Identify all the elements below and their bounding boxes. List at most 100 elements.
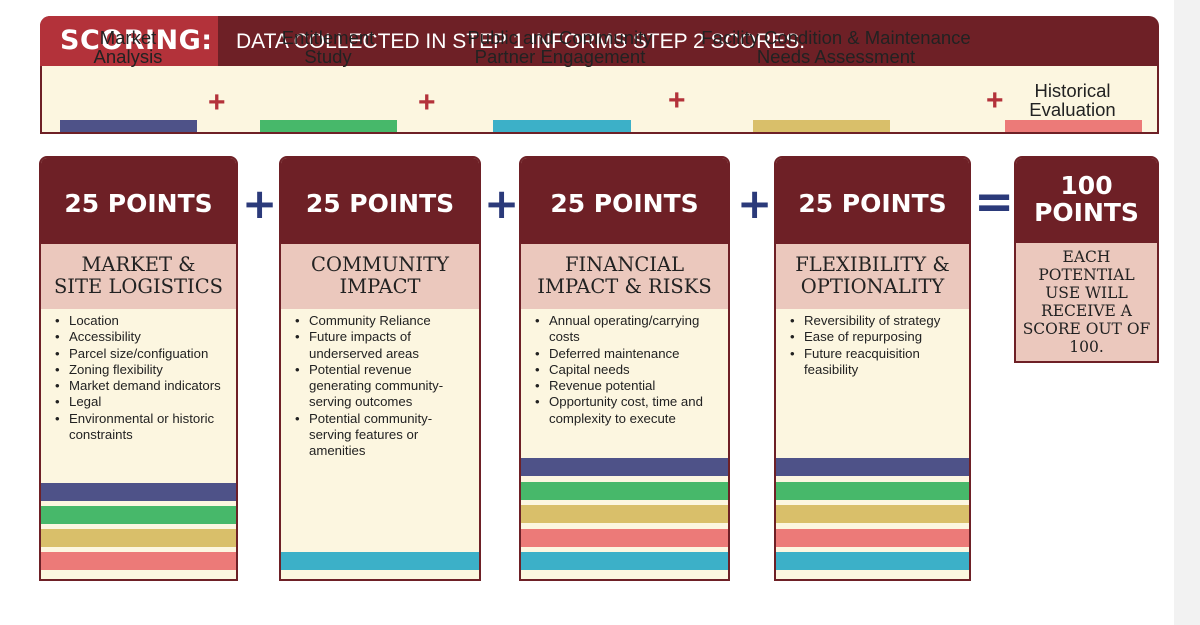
step-bar-market: [60, 120, 197, 132]
column-market-site: 25 POINTS MARKET & SITE LOGISTICS Locati…: [39, 156, 238, 581]
column-points: 25 POINTS: [521, 158, 728, 244]
step-bar-historical: [1005, 120, 1142, 132]
stripe-market: [776, 458, 969, 476]
stripe-entitlement: [776, 482, 969, 500]
total-box: 100 POINTS EACH POTENTIAL USE WILL RECEI…: [1014, 156, 1159, 363]
equals-icon: =: [974, 174, 1015, 230]
column-criteria-list: Annual operating/carrying costs Deferred…: [535, 313, 720, 427]
column-title-line: FLEXIBILITY &: [795, 253, 950, 276]
total-text-line: EACH: [1062, 248, 1111, 266]
stripe-facility: [776, 505, 969, 523]
column-flexibility: 25 POINTS FLEXIBILITY & OPTIONALITY Reve…: [774, 156, 971, 581]
step-line: Entitlement: [281, 27, 375, 48]
plus-icon: +: [418, 86, 436, 119]
list-item: Community Reliance: [295, 313, 471, 330]
column-title: FLEXIBILITY & OPTIONALITY: [776, 244, 969, 309]
list-item: Revenue potential: [535, 378, 720, 395]
step-line: Study: [304, 46, 352, 67]
stripe-public: [776, 552, 969, 570]
step-bar-facility: [753, 120, 890, 132]
step-line: Facility Condition & Maintenance: [701, 27, 971, 48]
list-item: Deferred maintenance: [535, 346, 720, 363]
list-item: Future impacts of underserved areas: [295, 329, 471, 362]
stripe-market: [521, 458, 728, 476]
step-line: Public and Community: [467, 27, 653, 48]
column-title: MARKET & SITE LOGISTICS: [41, 244, 236, 309]
step-market-analysis: Market Analysis: [78, 28, 178, 66]
column-title: FINANCIAL IMPACT & RISKS: [521, 244, 728, 309]
step-public-engagement: Public and Community Partner Engagement: [450, 28, 670, 66]
header-label: SCORING:: [40, 16, 218, 66]
step-line: Needs Assessment: [756, 46, 916, 67]
list-item: Parcel size/configuation: [55, 346, 228, 363]
list-item: Accessibility: [55, 329, 228, 346]
step-line: Historical: [1034, 80, 1111, 101]
column-points: 25 POINTS: [281, 158, 479, 244]
header-bar: SCORING: DATA COLLECTED IN STEP 1 INFORM…: [40, 16, 1159, 66]
step-bar-public: [493, 120, 631, 132]
list-item: Market demand indicators: [55, 378, 228, 395]
total-text-line: POTENTIAL: [1038, 266, 1135, 284]
list-item: Legal: [55, 394, 228, 411]
column-points: 25 POINTS: [41, 158, 236, 244]
total-text-line: 100.: [1069, 338, 1104, 356]
stripe-entitlement: [521, 482, 728, 500]
page-sheet: SCORING: DATA COLLECTED IN STEP 1 INFORM…: [0, 0, 1174, 625]
plus-icon: +: [668, 84, 686, 117]
list-item: Environmental or historic constraints: [55, 411, 228, 444]
list-item: Future reacquisition feasibility: [790, 346, 961, 379]
column-points: 25 POINTS: [776, 158, 969, 244]
column-criteria-list: Location Accessibility Parcel size/confi…: [55, 313, 228, 443]
total-points-label: POINTS: [1034, 198, 1139, 227]
column-title-line: MARKET &: [81, 253, 196, 276]
total-text-line: SCORE OUT OF: [1022, 320, 1151, 338]
column-title-line: IMPACT & RISKS: [537, 275, 712, 298]
step-line: Evaluation: [1029, 99, 1116, 120]
total-points: 100 POINTS: [1016, 158, 1157, 243]
plus-icon: +: [208, 86, 226, 119]
column-title-line: COMMUNITY: [311, 253, 449, 276]
stripe-historical: [41, 552, 236, 570]
column-title-line: FINANCIAL: [564, 253, 685, 276]
column-criteria-list: Reversibility of strategy Ease of repurp…: [790, 313, 961, 378]
step-line: Market: [99, 27, 157, 48]
list-item: Location: [55, 313, 228, 330]
stripe-entitlement: [41, 506, 236, 524]
step-line: Analysis: [93, 46, 163, 67]
stripe-public: [521, 552, 728, 570]
column-criteria-list: Community Reliance Future impacts of und…: [295, 313, 471, 460]
plus-icon: +: [737, 179, 773, 228]
stripe-historical: [776, 529, 969, 547]
column-community-impact: 25 POINTS COMMUNITY IMPACT Community Rel…: [279, 156, 481, 581]
stripe-facility: [41, 529, 236, 547]
step-facility-condition: Facility Condition & Maintenance Needs A…: [691, 28, 981, 66]
list-item: Annual operating/carrying costs: [535, 313, 720, 346]
list-item: Opportunity cost, time and complexity to…: [535, 394, 720, 427]
plus-icon: +: [484, 179, 520, 228]
list-item: Ease of repurposing: [790, 329, 961, 346]
total-description: EACH POTENTIAL USE WILL RECEIVE A SCORE …: [1016, 248, 1157, 356]
stripe-facility: [521, 505, 728, 523]
total-text-line: USE WILL: [1045, 284, 1128, 302]
header-text: DATA COLLECTED IN STEP 1 INFORMS STEP 2 …: [236, 30, 806, 53]
plus-icon: +: [242, 179, 278, 228]
column-title-line: OPTIONALITY: [800, 275, 945, 298]
list-item: Reversibility of strategy: [790, 313, 961, 330]
column-title-line: SITE LOGISTICS: [53, 275, 224, 298]
total-text-line: RECEIVE A: [1041, 302, 1132, 320]
column-financial-impact: 25 POINTS FINANCIAL IMPACT & RISKS Annua…: [519, 156, 730, 581]
list-item: Potential revenue generating community-s…: [295, 362, 471, 411]
total-points-number: 100: [1060, 171, 1113, 200]
column-title: COMMUNITY IMPACT: [281, 244, 479, 309]
plus-icon: +: [986, 84, 1004, 117]
stripe-public: [281, 552, 479, 570]
step-line: Partner Engagement: [474, 46, 646, 67]
column-title-line: IMPACT: [339, 275, 421, 298]
list-item: Capital needs: [535, 362, 720, 379]
list-item: Zoning flexibility: [55, 362, 228, 379]
list-item: Potential community-serving features or …: [295, 411, 471, 460]
step-historical-evaluation: Historical Evaluation: [1010, 81, 1135, 119]
step-bar-entitlement: [260, 120, 397, 132]
stripe-market: [41, 483, 236, 501]
step-entitlement-study: Entitlement Study: [258, 28, 398, 66]
